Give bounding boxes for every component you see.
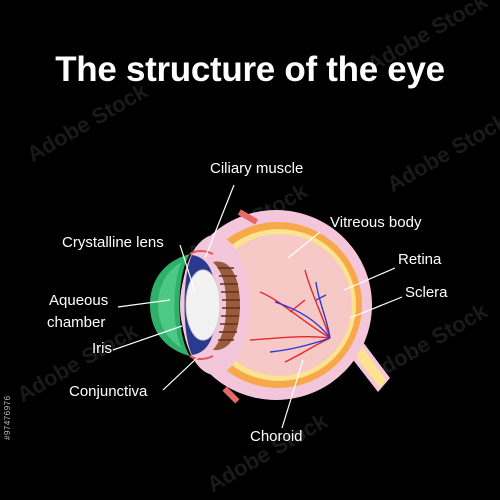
label-crystalline-lens: Crystalline lens <box>62 234 164 251</box>
label-aqueous-chamber-line1: Aqueous <box>49 292 109 309</box>
diagram-title: The structure of the eye <box>55 50 445 89</box>
ciliary-muscle-shape <box>213 261 240 351</box>
label-retina: Retina <box>398 251 442 268</box>
blood-vessels <box>249 269 331 363</box>
label-choroid: Choroid <box>250 428 303 445</box>
label-sclera: Sclera <box>405 284 448 301</box>
conjunctiva-shape <box>189 250 214 360</box>
eye-muscle-bottom <box>222 386 240 404</box>
label-ciliary-muscle: Ciliary muscle <box>210 160 304 177</box>
stock-id: #97476976 <box>3 395 12 440</box>
label-iris: Iris <box>92 340 112 357</box>
label-conjunctiva: Conjunctiva <box>69 383 148 400</box>
crystalline-lens-shape <box>185 269 221 341</box>
label-vitreous-body: Vitreous body <box>330 214 422 231</box>
eye-muscle-top <box>237 209 259 225</box>
leader-lines <box>112 184 403 429</box>
label-aqueous-chamber-line2: chamber <box>47 314 106 331</box>
aqueous-chamber-shape <box>158 262 182 348</box>
